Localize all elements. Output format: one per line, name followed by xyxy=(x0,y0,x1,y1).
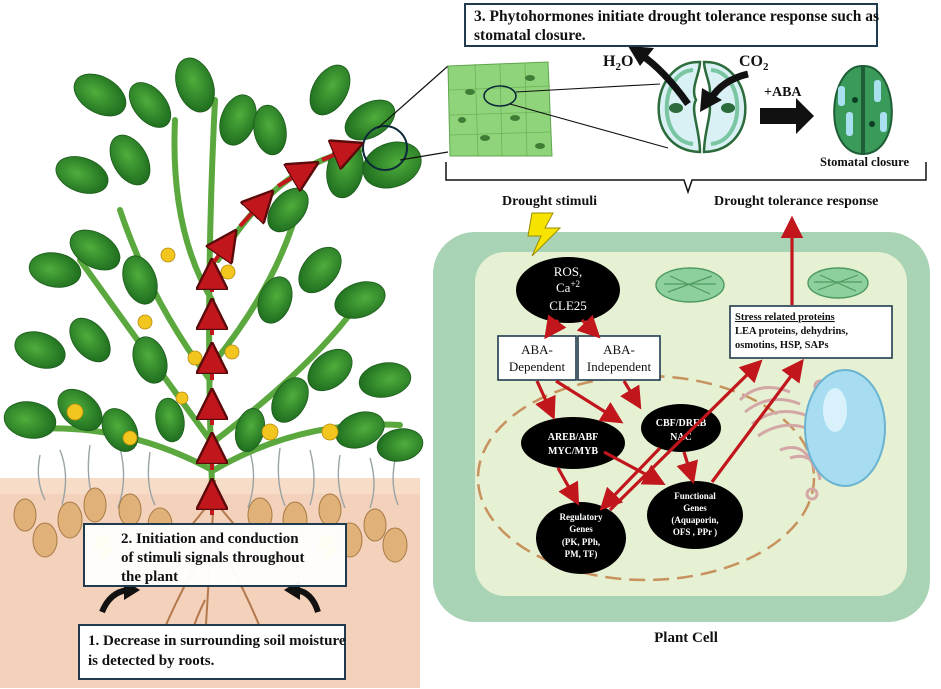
drought-lightning-icon xyxy=(527,212,562,257)
stress-proteins-box xyxy=(729,305,893,359)
areb-line1: AREB/ABF xyxy=(548,432,599,443)
stress-line1: LEA proteins, dehydrins, xyxy=(735,326,848,337)
stress-title: Stress related proteins xyxy=(735,312,835,323)
panel-brace xyxy=(445,162,927,195)
drought-tolerance-label: Drought tolerance response xyxy=(714,194,878,209)
func-line2: Genes xyxy=(683,503,707,513)
closed-stoma xyxy=(833,64,893,156)
ros-line1: ROS, xyxy=(554,264,583,279)
step2-line1: 2. Initiation and conduction xyxy=(121,531,299,547)
aba-indep-line1: ABA- xyxy=(603,342,635,357)
reg-line4: PM, TF) xyxy=(565,549,598,559)
step1-line2: is detected by roots. xyxy=(88,653,215,669)
step2-line3: the plant xyxy=(121,569,179,585)
aba-dep-line2: Dependent xyxy=(509,359,566,374)
reg-line3: (PK, PPh, xyxy=(562,537,600,547)
reg-line1: Regulatory xyxy=(560,512,603,522)
nucleus xyxy=(476,374,816,582)
plant-cell-caption: Plant Cell xyxy=(654,630,718,646)
cbf-node xyxy=(641,404,721,452)
step3-line1: 3. Phytohormones initiate drought tolera… xyxy=(474,8,880,25)
step1-line1: 1. Decrease in surrounding soil moisture xyxy=(88,633,346,649)
co2-label: CO2 xyxy=(739,53,769,73)
step2-box: 2. Initiation and conduction of stimuli … xyxy=(83,523,347,587)
stress-line2: osmotins, HSP, SAPs xyxy=(735,340,829,351)
func-line3: (Aquaporin, xyxy=(671,515,718,525)
areb-line2: MYC/MYB xyxy=(548,446,598,457)
aba-independent-box xyxy=(577,335,661,381)
areb-node xyxy=(521,417,625,469)
aba-indep-line2: Independent xyxy=(587,359,652,374)
stoma-highlight xyxy=(483,85,517,107)
regulatory-genes-node xyxy=(536,502,626,574)
stomatal-closure-label: Stomatal closure xyxy=(820,155,909,169)
functional-genes-node xyxy=(647,481,743,549)
ros-node xyxy=(516,257,620,323)
cbf-line1: CBF/DREB xyxy=(656,418,707,429)
drought-stimuli-label: Drought stimuli xyxy=(502,194,597,209)
aba-arrow xyxy=(760,98,814,134)
peanut-plant-illustration xyxy=(0,57,449,688)
pathway-arrows xyxy=(535,215,804,512)
func-line4: OFS , PPr ) xyxy=(673,527,717,537)
chloroplast xyxy=(807,267,869,299)
reg-line2: Genes xyxy=(569,524,593,534)
aba-dep-line1: ABA- xyxy=(521,342,553,357)
step2-line2: of stimuli signals throughout xyxy=(121,550,305,566)
func-line1: Functional xyxy=(674,491,716,501)
cbf-line2: NAC xyxy=(670,432,692,443)
h2o-label: H2O xyxy=(603,53,633,73)
ros-line2: Ca+2 xyxy=(556,279,580,295)
step3-box: 3. Phytohormones initiate drought tolera… xyxy=(464,3,880,47)
cbf-to-regulatory-arrow xyxy=(599,446,662,511)
chloroplast xyxy=(655,267,725,303)
ros-line3: CLE25 xyxy=(549,298,587,313)
step1-box: 1. Decrease in surrounding soil moisture… xyxy=(78,624,346,680)
step3-line2: stomatal closure. xyxy=(474,27,586,44)
vacuole xyxy=(804,369,886,487)
aba-dependent-box xyxy=(497,335,577,381)
signal-conduction-arrows xyxy=(212,146,356,515)
stomata-panel: H2O CO2 +ABA Stomatal closure xyxy=(445,46,927,195)
aba-label: +ABA xyxy=(764,85,802,100)
